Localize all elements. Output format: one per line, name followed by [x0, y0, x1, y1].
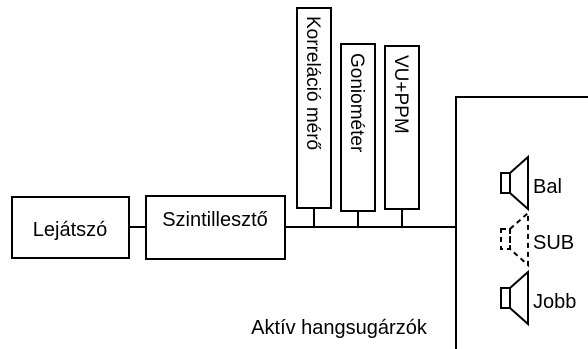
subwoofer-icon	[500, 210, 529, 268]
correlation-meter-label: Korreláció mérő	[302, 16, 323, 150]
goniometer-box	[340, 43, 376, 212]
player-box	[11, 196, 130, 259]
left-speaker-label: Bal	[533, 176, 562, 198]
correlation-meter-box	[296, 7, 332, 209]
subwoofer-label: SUB	[533, 232, 574, 254]
vuppm-box	[384, 45, 420, 210]
right-speaker-icon	[500, 269, 529, 327]
vuppm-label: VU+PPM	[390, 55, 411, 134]
player-label: Lejátszó	[33, 219, 108, 241]
level-adjuster-label: Szintillesztő	[162, 209, 268, 231]
goniometer-label: Goniométer	[346, 53, 367, 153]
right-speaker-label: Jobb	[533, 291, 576, 313]
left-speaker-icon	[500, 154, 529, 212]
level-adjuster-box	[145, 195, 286, 260]
active-speakers-caption: Aktív hangsugárzók	[251, 317, 428, 339]
